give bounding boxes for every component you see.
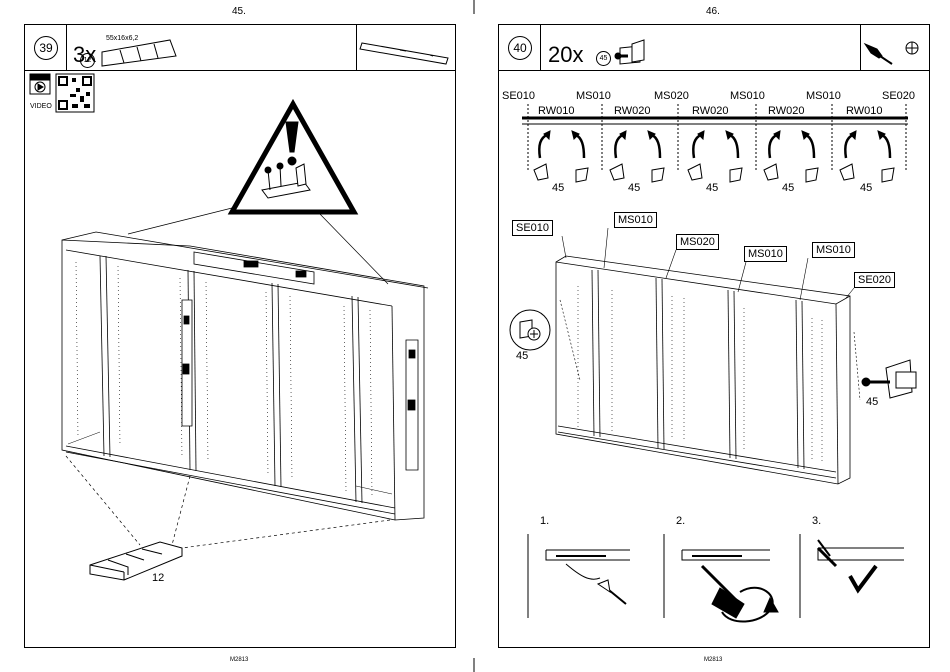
- substep-number: 2.: [676, 515, 685, 527]
- screw-count: 45: [552, 182, 564, 194]
- rail-label: RW010: [538, 105, 574, 117]
- cabinet-label-box: MS010: [744, 246, 787, 262]
- header-divider: [860, 24, 861, 70]
- wedge-quantity-label: 12: [152, 572, 164, 584]
- cabinet-label-box: SE010: [512, 220, 553, 236]
- rail-label: RW020: [614, 105, 650, 117]
- screw-callout: 45: [866, 396, 878, 408]
- part-badge: 12: [80, 53, 95, 68]
- step-number: 39: [34, 36, 58, 60]
- rail-label: RW020: [692, 105, 728, 117]
- part-quantity: 20x: [548, 42, 583, 68]
- screw-count: 45: [860, 182, 872, 194]
- cabinet-label-box: SE020: [854, 272, 895, 288]
- page-number-left: 45.: [232, 6, 246, 17]
- part-dimensions: 55x16x6,2: [106, 35, 138, 42]
- screw-count: 45: [782, 182, 794, 194]
- page-number-right: 46.: [706, 6, 720, 17]
- video-label: VIDEO: [30, 103, 52, 110]
- header-divider: [66, 24, 67, 70]
- panel-label: MS020: [654, 90, 689, 102]
- cabinet-label-box: MS020: [676, 234, 719, 250]
- screw-count: 45: [628, 182, 640, 194]
- page-frame-right: [498, 24, 930, 648]
- rail-label: RW010: [846, 105, 882, 117]
- page-frame-left: [24, 24, 456, 648]
- header-divider: [540, 24, 541, 70]
- part-badge: 45: [596, 51, 611, 66]
- screw-count: 45: [706, 182, 718, 194]
- rail-label: RW020: [768, 105, 804, 117]
- cabinet-label-box: MS010: [614, 212, 657, 228]
- footer-code-left: M2813: [230, 657, 248, 663]
- panel-label: MS010: [576, 90, 611, 102]
- substep-number: 3.: [812, 515, 821, 527]
- footer-code-right: M2813: [704, 657, 722, 663]
- panel-label: SE010: [502, 90, 535, 102]
- panel-label: MS010: [730, 90, 765, 102]
- panel-label: SE020: [882, 90, 915, 102]
- cabinet-label-box: MS010: [812, 242, 855, 258]
- panel-label: MS010: [806, 90, 841, 102]
- header-divider: [356, 24, 357, 70]
- screw-callout: 45: [516, 350, 528, 362]
- substep-number: 1.: [540, 515, 549, 527]
- step-number: 40: [508, 36, 532, 60]
